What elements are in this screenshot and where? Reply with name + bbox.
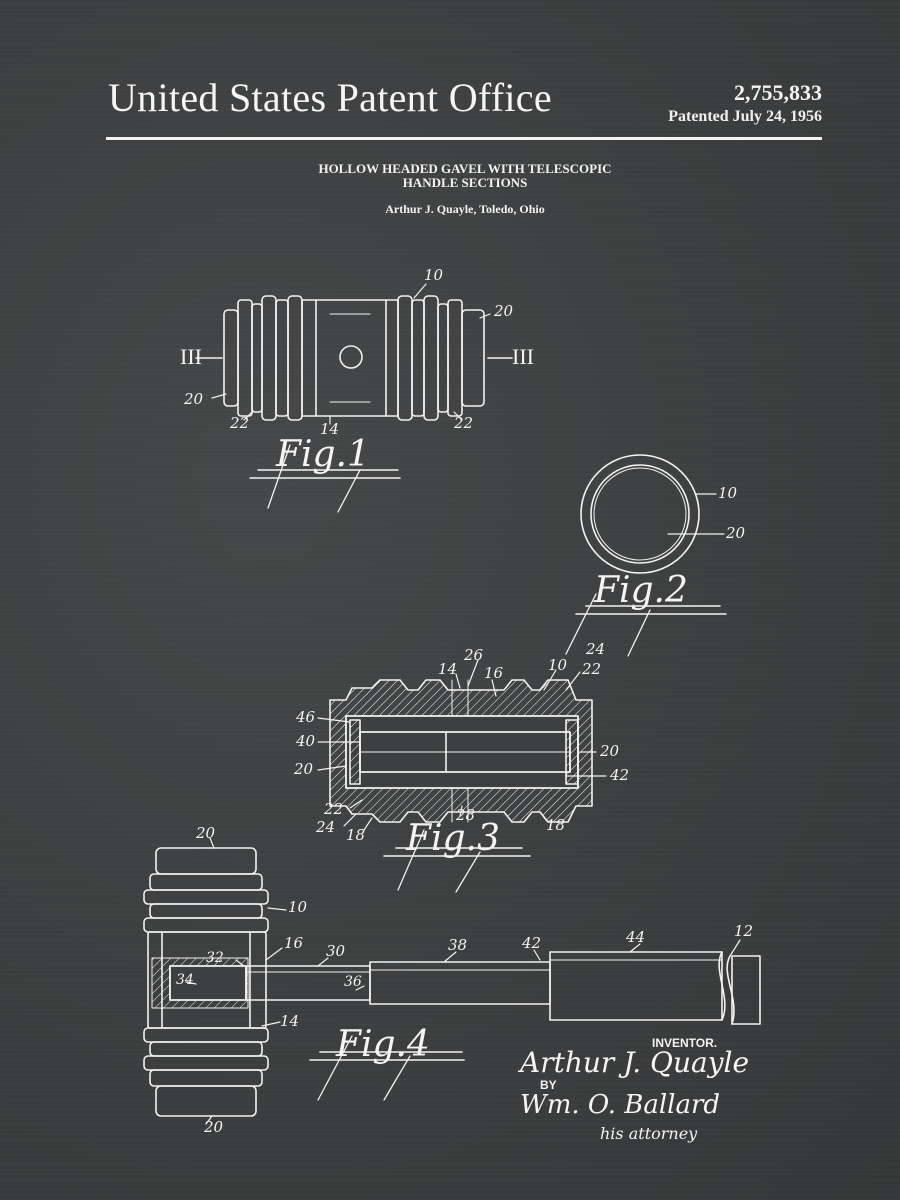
fig3-ref-22: 22 [582, 660, 602, 678]
fig1-section-left: III [180, 344, 202, 369]
fig3-ref-18a: 18 [346, 826, 366, 844]
fig4-ref-20a: 20 [196, 824, 216, 842]
fig1-label: Fig.1 [276, 434, 370, 475]
fig4-ref-44: 44 [626, 928, 646, 946]
fig4-ref-34: 34 [176, 972, 194, 988]
fig4-ref-14: 14 [280, 1012, 300, 1030]
fig3-label: Fig.3 [406, 818, 500, 859]
header-rule [106, 137, 822, 140]
fig1-ref-22b: 22 [454, 414, 474, 432]
fig4-ref-42: 42 [522, 934, 542, 952]
fig3-ref-46: 46 [296, 708, 316, 726]
fig3-ref-18b: 18 [546, 816, 566, 834]
invention-title-line-2: HANDLE SECTIONS [402, 175, 528, 190]
fig4-label: Fig.4 [336, 1024, 430, 1065]
fig3-ref-10: 10 [548, 656, 568, 674]
fig2-ref-24: 24 [586, 640, 606, 658]
patent-number: 2,755,833 [734, 80, 822, 105]
patent-office-title: United States Patent Office [108, 75, 552, 120]
fig3-ref-20b: 20 [600, 742, 620, 760]
fig1-section-right: III [512, 344, 534, 369]
inventor-label: INVENTOR. [652, 1036, 718, 1050]
patent-date: Patented July 24, 1956 [668, 108, 822, 125]
figure-1 [195, 283, 513, 513]
fig3-ref-28: 28 [456, 806, 476, 824]
fig1-ref-14: 14 [320, 420, 340, 438]
inventor-location: Arthur J. Quayle, Toledo, Ohio [385, 202, 545, 216]
fig1-ref-22a: 22 [230, 414, 250, 432]
fig4-ref-30: 30 [326, 942, 346, 960]
fig2-ref-20: 20 [726, 524, 746, 542]
fig4-ref-10: 10 [288, 898, 308, 916]
fig3-ref-40: 40 [296, 732, 316, 750]
figure-2 [565, 454, 727, 657]
by-label: BY [540, 1078, 557, 1092]
figure-4 [143, 837, 761, 1125]
fig4-ref-16: 16 [284, 934, 304, 952]
fig1-ref-20a: 20 [494, 302, 514, 320]
fig3-ref-42: 42 [610, 766, 630, 784]
fig4-ref-32: 32 [206, 950, 224, 966]
fig1-ref-10: 10 [424, 266, 444, 284]
fig4-ref-12: 12 [734, 922, 754, 940]
fig3-ref-26: 26 [464, 646, 484, 664]
fig3-ref-24: 24 [316, 818, 336, 836]
fig2-ref-10: 10 [718, 484, 738, 502]
invention-title: HOLLOW HEADED GAVEL WITH TELESCOPIC HAND… [260, 162, 670, 190]
fig3-ref-22b: 22 [324, 800, 344, 818]
fig4-ref-20b: 20 [204, 1118, 224, 1136]
fig3-ref-16: 16 [484, 664, 504, 682]
figure-3 [317, 659, 607, 893]
fig1-ref-20b: 20 [184, 390, 204, 408]
fig3-ref-20a: 20 [294, 760, 314, 778]
fig4-ref-38: 38 [448, 936, 468, 954]
attorney-signature: Wm. O. Ballard [520, 1090, 721, 1120]
fig3-ref-14: 14 [438, 660, 458, 678]
inventor-signature: Arthur J. Quayle [520, 1046, 750, 1079]
fig2-label: Fig.2 [594, 570, 688, 611]
attorney-role: his attorney [600, 1124, 698, 1143]
invention-title-line-1: HOLLOW HEADED GAVEL WITH TELESCOPIC [318, 161, 612, 176]
fig4-ref-36: 36 [344, 974, 362, 990]
